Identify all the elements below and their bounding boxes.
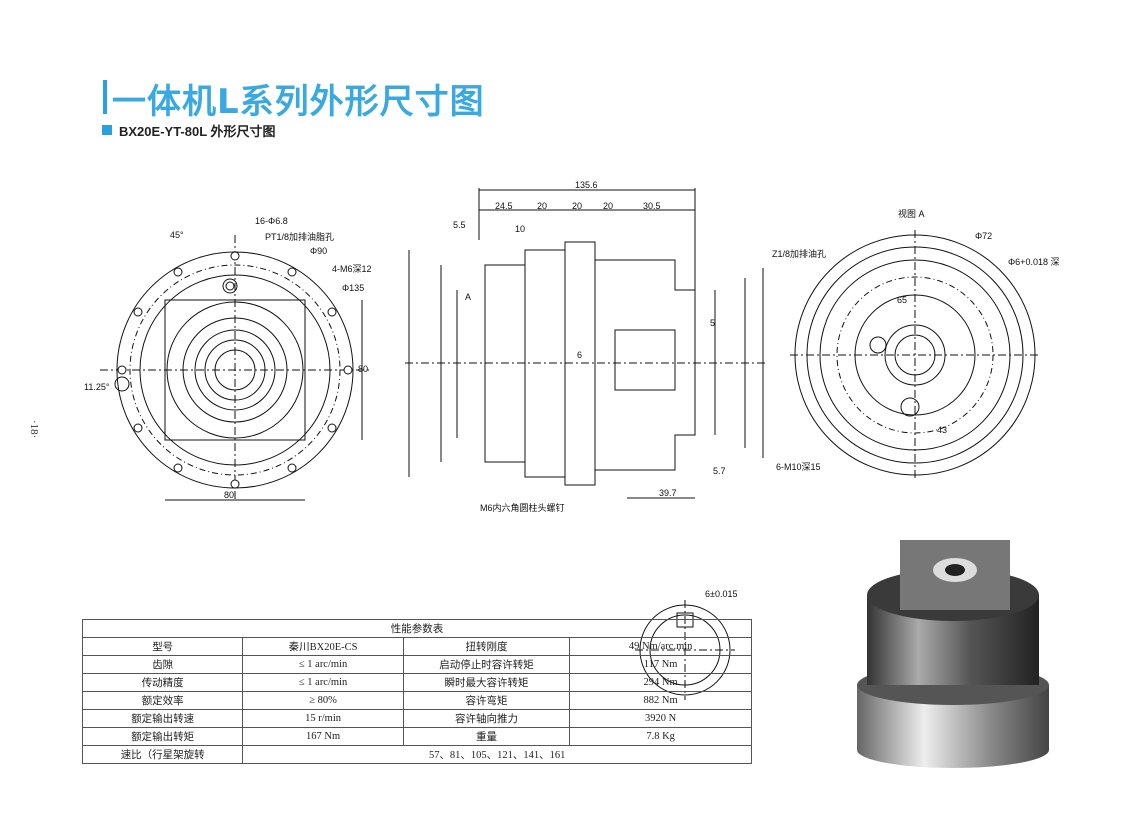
keyway-dim-label: 6±0.015 xyxy=(705,589,737,599)
page-title: 一体机L系列外形尺寸图 xyxy=(112,82,485,122)
front-dim-label: Φ135 xyxy=(342,283,364,293)
view-a-dim-label: 6-M10深15 xyxy=(776,462,821,472)
page-number: ·18· xyxy=(28,420,40,439)
view-a-dim-label: 65 xyxy=(897,295,907,305)
section-dim-label: 24.5 xyxy=(495,201,513,211)
view-a-dim-label: Φ72 xyxy=(975,231,992,241)
section-view-marker: A xyxy=(465,292,471,302)
section-dim-label: 6 xyxy=(577,350,582,360)
front-view-drawing: 45° 16-Φ6.8 PT1/8加排油脂孔 Φ90 4-M6深12 Φ135 … xyxy=(84,216,372,501)
section-dim-label: 5.7 xyxy=(713,466,726,476)
subtitle-marker xyxy=(102,125,112,135)
front-dim-label: Φ90 xyxy=(310,246,327,256)
view-a-dim-label: 43 xyxy=(937,425,947,435)
title-accent-bar xyxy=(103,80,107,114)
front-dim-label: 4-M6深12 xyxy=(332,264,372,274)
spec-table-caption: 性能参数表 xyxy=(82,619,752,638)
view-a-drawing: 视图 A Z1/8加排油孔 Φ72 Φ6+0.018 深10 65 43 6-M… xyxy=(772,208,1060,480)
view-a-dim-label: Z1/8加排油孔 xyxy=(772,248,826,259)
section-dim-label: 20 xyxy=(603,201,613,211)
section-dim-label: 39.7 xyxy=(659,488,677,498)
drawing-subtitle: BX20E-YT-80L 外形尺寸图 xyxy=(119,124,276,139)
front-dim-label: 11.25° xyxy=(84,382,110,392)
ratio-value: 57、81、105、121、141、161 xyxy=(242,745,752,764)
spec-table: 性能参数表 型号 秦川BX20E-CS 扭转刚度 49 Nm/arc.min 齿… xyxy=(81,619,752,764)
view-a-dim-label: Φ6+0.018 深10 xyxy=(1008,257,1060,267)
front-dim-label: 45° xyxy=(170,230,184,240)
product-photo xyxy=(857,540,1049,768)
section-callout: M6内六角圆柱头螺钉 xyxy=(480,502,565,513)
front-dim-label: 16-Φ6.8 xyxy=(255,216,288,226)
front-dim-label: PT1/8加排油脂孔 xyxy=(265,231,334,242)
section-dim-label: 30.5 xyxy=(643,201,661,211)
view-a-title: 视图 A xyxy=(898,208,925,219)
table-row: 速比（行星架旋转 57、81、105、121、141、161 xyxy=(81,745,752,764)
section-dim-label: 135.6 xyxy=(575,180,598,190)
section-dim-label: 20 xyxy=(537,201,547,211)
table-row: 型号 秦川BX20E-CS 扭转刚度 49 Nm/arc.min xyxy=(81,637,752,656)
section-dim-label: 20 xyxy=(572,201,582,211)
section-dim-label: 5.5 xyxy=(453,220,466,230)
ratio-label: 速比（行星架旋转 xyxy=(81,745,244,764)
front-dim-label: 80 xyxy=(358,364,368,374)
section-view-drawing: 135.6 24.5 20 20 20 30.5 5.5 10 A 6 5 5.… xyxy=(405,180,765,513)
front-dim-label: 80 xyxy=(224,490,234,500)
section-dim-label: 5 xyxy=(710,318,715,328)
section-dim-label: 10 xyxy=(515,224,525,234)
